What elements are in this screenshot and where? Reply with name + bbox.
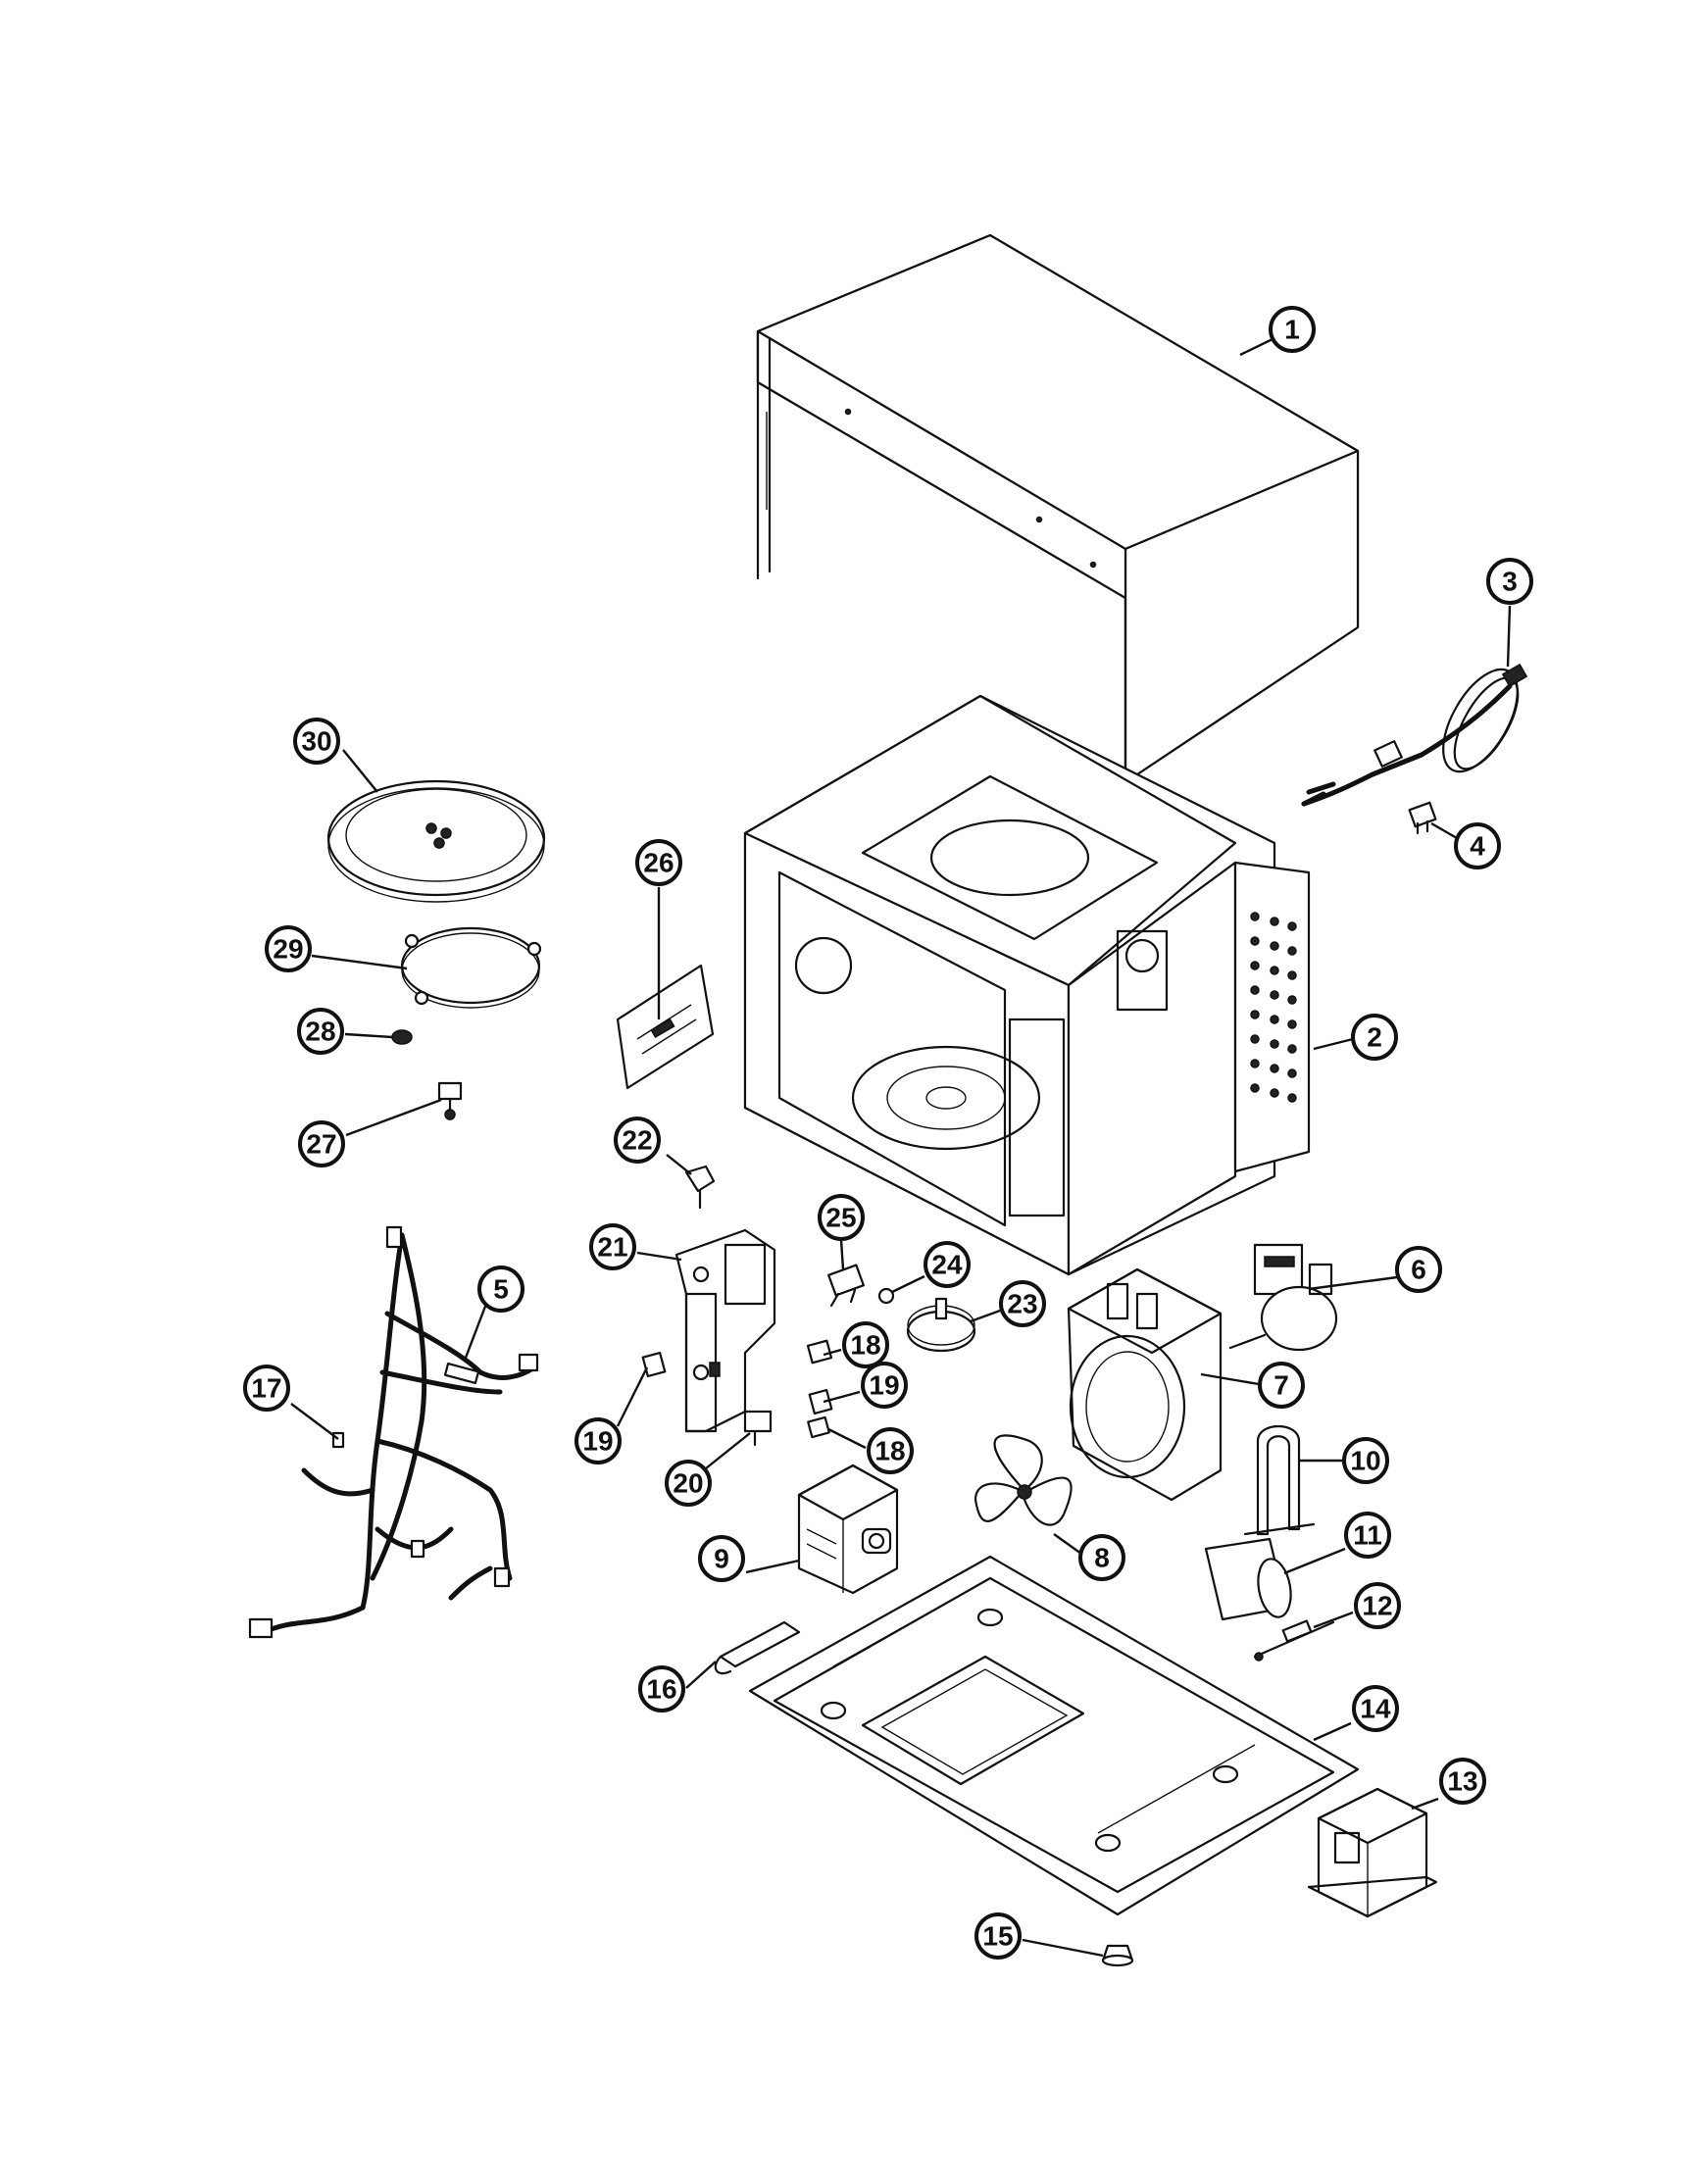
hv-diode: [1253, 1619, 1335, 1662]
callout-26: 26: [635, 839, 682, 886]
capacitor-bracket: [1243, 1424, 1316, 1536]
vent-holes: [1250, 912, 1297, 1103]
callout-8: 8: [1078, 1534, 1125, 1581]
callout-6: 6: [1395, 1246, 1442, 1293]
turntable-motor: [906, 1297, 976, 1353]
callout-17: 17: [243, 1365, 290, 1412]
svg-text:18: 18: [850, 1330, 880, 1361]
callout-3: 3: [1486, 558, 1533, 605]
svg-text:14: 14: [1360, 1694, 1391, 1724]
callout-4: 4: [1454, 822, 1501, 869]
svg-text:6: 6: [1411, 1255, 1426, 1285]
callout-12: 12: [1354, 1582, 1401, 1629]
svg-text:1: 1: [1284, 315, 1300, 345]
callout-29: 29: [265, 925, 312, 972]
callout-19b: 19: [861, 1362, 908, 1409]
outer-cabinet-wrapper: [756, 233, 1360, 784]
leader-lines: [290, 337, 1512, 1958]
micro-switch-18b: [807, 1415, 830, 1439]
callout-14: 14: [1352, 1685, 1399, 1732]
switch-actuator: [827, 1264, 865, 1308]
callout-18a: 18: [842, 1321, 889, 1368]
turntable-support: [437, 1081, 463, 1120]
callout-9: 9: [698, 1535, 745, 1582]
callout-15: 15: [974, 1912, 1022, 1960]
svg-text:28: 28: [305, 1017, 335, 1047]
callout-22: 22: [614, 1117, 661, 1164]
hv-capacitor: [1204, 1537, 1292, 1621]
micro-switch-19b: [808, 1388, 833, 1415]
svg-text:3: 3: [1502, 567, 1518, 597]
callout-10: 10: [1342, 1437, 1389, 1484]
svg-text:30: 30: [301, 726, 331, 757]
power-cord: [1301, 663, 1528, 807]
micro-switch-19a: [641, 1351, 667, 1378]
svg-text:5: 5: [493, 1274, 509, 1305]
svg-text:18: 18: [874, 1436, 905, 1466]
callout-2: 2: [1351, 1014, 1398, 1061]
callout-18b: 18: [867, 1427, 914, 1474]
callout-13: 13: [1439, 1758, 1486, 1805]
callout-20: 20: [665, 1460, 712, 1507]
base-plate: [748, 1555, 1360, 1916]
micro-switch-18a: [806, 1339, 833, 1365]
callout-23: 23: [999, 1280, 1046, 1327]
latch-hook: [684, 1165, 716, 1210]
glass-turntable-tray: [326, 779, 546, 903]
bracket-strip: [714, 1620, 801, 1675]
svg-text:12: 12: [1362, 1591, 1392, 1621]
svg-text:22: 22: [622, 1125, 652, 1156]
svg-text:4: 4: [1470, 831, 1485, 862]
svg-text:24: 24: [931, 1250, 963, 1280]
fan-motor: [1228, 1243, 1338, 1352]
svg-text:21: 21: [597, 1232, 627, 1263]
hv-transformer: [1307, 1787, 1438, 1918]
callout-24: 24: [924, 1241, 971, 1288]
callout-27: 27: [298, 1120, 345, 1167]
svg-text:11: 11: [1353, 1520, 1382, 1551]
svg-text:15: 15: [982, 1921, 1013, 1952]
callout-28: 28: [297, 1008, 344, 1055]
control-board: [616, 964, 715, 1090]
svg-text:9: 9: [714, 1544, 729, 1574]
callout-5: 5: [477, 1266, 524, 1313]
svg-text:29: 29: [273, 934, 303, 965]
callout-30: 30: [293, 718, 340, 765]
svg-text:23: 23: [1007, 1289, 1037, 1319]
svg-text:26: 26: [643, 848, 674, 878]
fan-blade: [974, 1434, 1073, 1526]
svg-text:10: 10: [1350, 1446, 1380, 1476]
wiring-harness: [248, 1225, 539, 1639]
interlock-bracket: [674, 1228, 776, 1433]
svg-text:19: 19: [869, 1370, 899, 1401]
roller-ring: [400, 926, 542, 1009]
callout-7: 7: [1258, 1362, 1305, 1409]
callout-11: 11: [1344, 1512, 1391, 1559]
connector-clip: [1408, 801, 1437, 835]
svg-text:19: 19: [582, 1426, 613, 1457]
svg-text:7: 7: [1274, 1370, 1289, 1401]
svg-text:13: 13: [1447, 1766, 1477, 1797]
callout-1: 1: [1269, 306, 1316, 353]
oven-cavity-chassis: [743, 694, 1311, 1276]
micro-switch-20: [743, 1410, 773, 1447]
svg-text:17: 17: [251, 1373, 281, 1404]
callout-19a: 19: [574, 1417, 622, 1464]
rubber-foot: [1101, 1944, 1134, 1967]
svg-text:20: 20: [673, 1468, 703, 1499]
callout-25: 25: [818, 1194, 865, 1241]
callout-16: 16: [638, 1665, 685, 1712]
svg-text:2: 2: [1367, 1022, 1382, 1053]
callout-21: 21: [589, 1223, 636, 1270]
svg-text:25: 25: [825, 1203, 856, 1233]
svg-text:27: 27: [306, 1129, 336, 1160]
small-clip: [877, 1287, 895, 1305]
coupler: [391, 1029, 413, 1045]
svg-text:8: 8: [1094, 1543, 1110, 1573]
fan-duct-housing: [1067, 1267, 1223, 1502]
svg-text:16: 16: [646, 1674, 676, 1705]
magnetron: [797, 1464, 899, 1595]
